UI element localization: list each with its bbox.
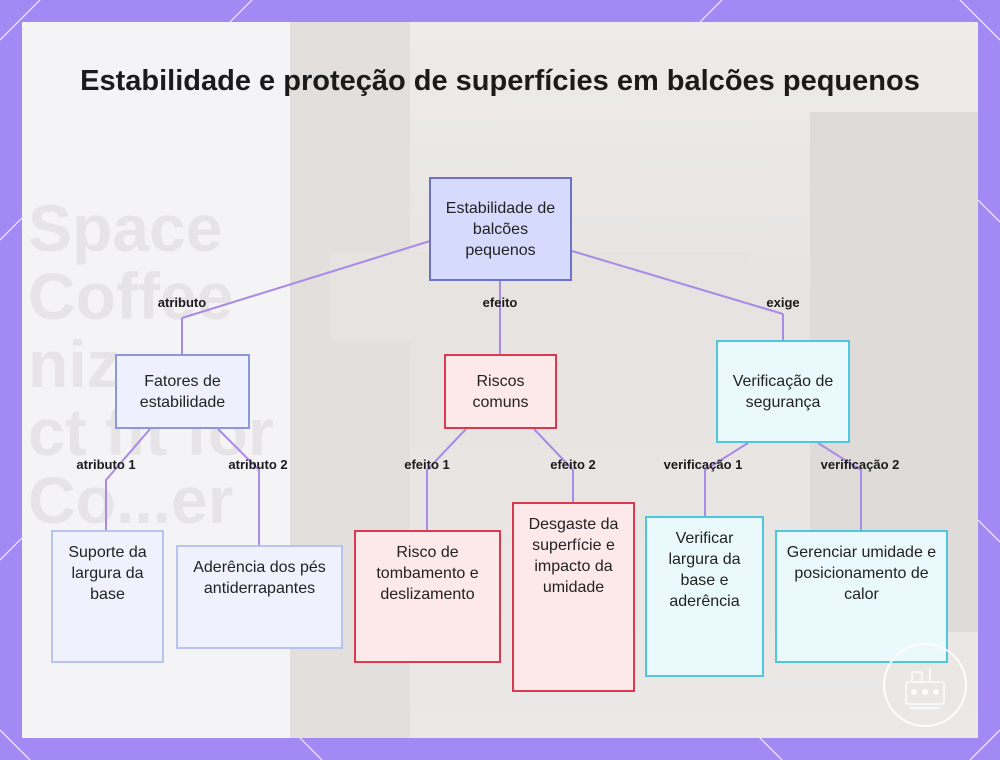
node-desgaste-superficie: Desgaste da superfície e impacto da umid… [512, 502, 635, 692]
edge-label-exige: exige [766, 295, 800, 310]
connector-riscos-tombamento [426, 428, 467, 530]
edge-label-atributo: atributo [157, 295, 207, 310]
edge-label-efeito-1: efeito 1 [404, 457, 450, 472]
connector-verificacao-gerenciar [817, 442, 862, 530]
diagram-title: Estabilidade e proteção de superfícies e… [80, 65, 920, 97]
node-risco-tombamento: Risco de tombamento e deslizamento [354, 530, 501, 663]
edge-label-atributo-2: atributo 2 [228, 457, 288, 472]
connector-fatores-suporte [105, 428, 151, 530]
connector-fatores-aderencia [217, 428, 260, 545]
node-riscos-comuns: Riscos comuns [444, 354, 557, 429]
connector-root-fatores [181, 240, 431, 319]
brand-logo-icon [883, 643, 967, 727]
node-verificacao-seguranca: Verificação de segurança [716, 340, 850, 443]
edge-label-verificacao-2: verificação 2 [820, 457, 900, 472]
node-suporte-largura: Suporte da largura da base [51, 530, 164, 663]
node-verificar-largura: Verificar largura da base e aderência [645, 516, 764, 677]
node-fatores-estabilidade: Fatores de estabilidade [115, 354, 250, 429]
connector-root-verificacao [571, 250, 784, 315]
node-aderencia-pes: Aderência dos pés antiderrapantes [176, 545, 343, 649]
edge-label-atributo-1: atributo 1 [76, 457, 136, 472]
edge-label-efeito: efeito [482, 295, 518, 310]
connector-verificacao-verificar [704, 442, 749, 516]
background-watermark-text: Space Coffee niz ct fit for Co...er [28, 191, 274, 537]
node-gerenciar-umidade: Gerenciar umidade e posicionamento de ca… [775, 530, 948, 663]
node-root: Estabilidade de balcões pequenos [429, 177, 572, 281]
edge-label-efeito-2: efeito 2 [550, 457, 596, 472]
edge-label-verificacao-1: verificação 1 [663, 457, 743, 472]
connector-riscos-desgaste [533, 428, 574, 502]
